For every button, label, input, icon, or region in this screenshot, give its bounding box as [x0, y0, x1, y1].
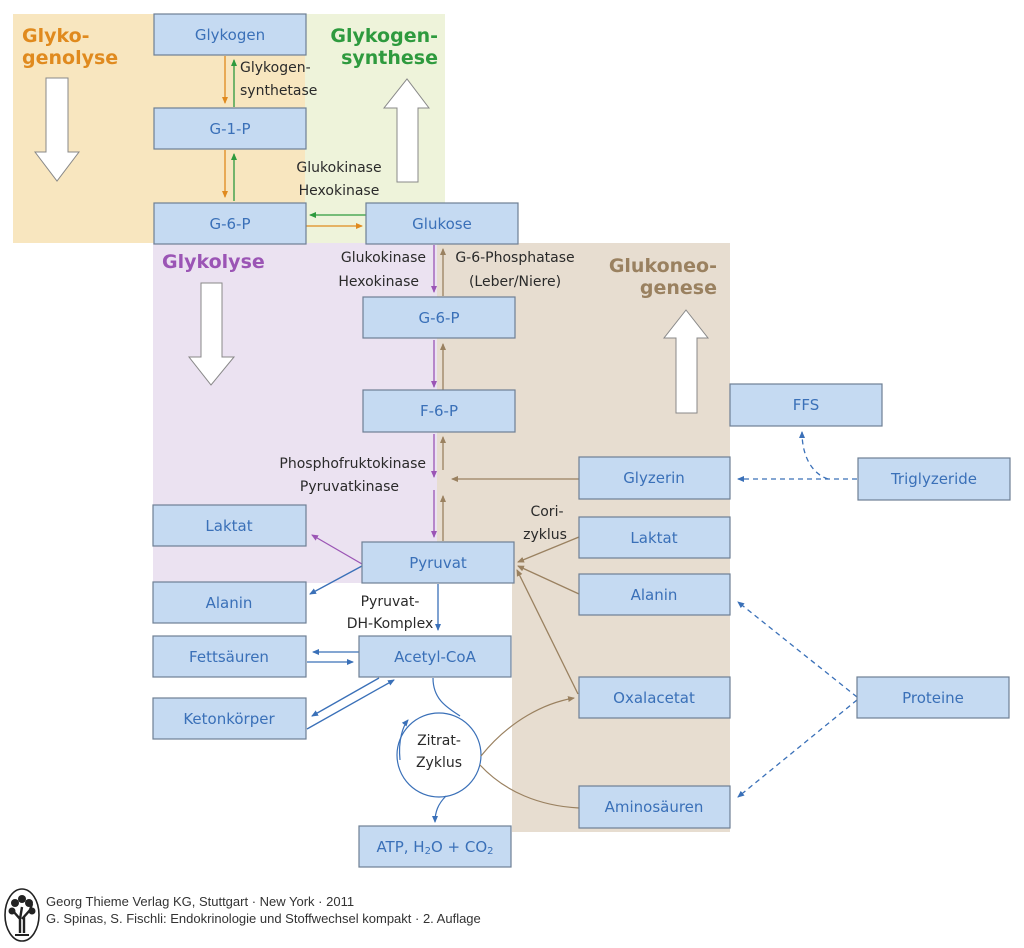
node-glyzerin: Glyzerin — [578, 456, 731, 500]
arrow-cycle-to-atp — [432, 795, 447, 823]
glykogenolyse-direction-arrow-icon — [33, 77, 81, 182]
node-oxalacetat: Oxalacetat — [578, 676, 731, 719]
node-g1p: G-1-P — [153, 107, 307, 150]
label-zitrat-2: Zyklus — [416, 755, 462, 771]
node-laktat-right-label: Laktat — [630, 529, 677, 547]
arrow-proteine-to-aminosaeuren — [737, 699, 858, 798]
node-alanin-left-label: Alanin — [206, 594, 253, 612]
node-g6p-label: G-6-P — [418, 309, 459, 327]
label-cori-1: Cori- — [530, 504, 563, 520]
arrow-pyruvat-to-alanin — [309, 565, 363, 595]
node-glukose: Glukose — [365, 202, 519, 245]
node-fettsaeuren-label: Fettsäuren — [189, 648, 269, 666]
arrow-alanin-to-pyruvat — [517, 565, 580, 595]
node-g6p: G-6-P — [362, 296, 516, 339]
label-g6phosphatase-2: (Leber/Niere) — [469, 274, 561, 290]
node-ketonkoerper: Ketonkörper — [152, 697, 307, 740]
label-pdh-1: Pyruvat- — [361, 594, 420, 610]
arrow-triglyzeride-to-ffs — [799, 431, 829, 480]
node-glykogen-label: Glykogen — [195, 26, 265, 44]
label-glukokinase-mid-1: Glukokinase — [341, 250, 426, 266]
arrow-cycle-loop — [398, 719, 409, 761]
node-g1p-label: G-1-P — [209, 120, 250, 138]
node-triglyzeride: Triglyzeride — [857, 457, 1011, 501]
label-pfk-1: Phosphofruktokinase — [279, 456, 426, 472]
node-g6p-top-label: G-6-P — [209, 215, 250, 233]
arrow-proteine-to-alanin — [737, 601, 858, 698]
label-cori-2: zyklus — [523, 527, 567, 543]
node-glyzerin-label: Glyzerin — [623, 469, 685, 487]
node-aminosaeuren-label: Aminosäuren — [605, 798, 704, 816]
node-aminosaeuren: Aminosäuren — [578, 785, 731, 829]
node-laktat-left: Laktat — [152, 504, 307, 547]
copyright-footer: Georg Thieme Verlag KG, Stuttgart · New … — [46, 893, 481, 927]
node-acetylcoa: Acetyl-CoA — [358, 635, 512, 678]
node-glykogen: Glykogen — [153, 13, 307, 56]
node-glukose-label: Glukose — [412, 215, 472, 233]
node-g6p-top: G-6-P — [153, 202, 307, 245]
thieme-tree-logo-icon — [4, 888, 40, 942]
node-alanin-right: Alanin — [578, 573, 731, 616]
node-oxalacetat-label: Oxalacetat — [613, 689, 695, 707]
arrow-ketonkoerper-to-acetylcoa — [306, 679, 395, 730]
node-proteine-label: Proteine — [902, 689, 964, 707]
label-g6phosphatase-1: G-6-Phosphatase — [455, 250, 574, 266]
label-glukokinase-top-1: Glukokinase — [296, 160, 381, 176]
node-alanin-right-label: Alanin — [631, 586, 678, 604]
node-proteine: Proteine — [856, 676, 1010, 719]
arrow-pyruvat-to-laktat — [311, 534, 363, 565]
node-fettsaeuren: Fettsäuren — [152, 635, 307, 678]
zitrat-zyklus-circle — [396, 712, 482, 798]
node-atp: ATP, H2O + CO2 — [358, 825, 512, 868]
title-glykolyse: Glykolyse — [162, 251, 265, 273]
label-pfk-2: Pyruvatkinase — [300, 479, 399, 495]
node-pyruvat-label: Pyruvat — [409, 554, 467, 572]
title-glykogensynthese-2: synthese — [341, 47, 438, 69]
node-f6p: F-6-P — [362, 389, 516, 433]
arrow-cycle-to-oxalacetat — [480, 696, 575, 757]
node-ffs-label: FFS — [793, 396, 820, 414]
label-glykogensynthetase-1: Glykogen- — [240, 60, 311, 76]
node-ketonkoerper-label: Ketonkörper — [183, 710, 275, 728]
title-glykogensynthese-1: Glykogen- — [330, 25, 438, 47]
label-pdh-2: DH-Komplex — [347, 616, 433, 632]
footer-book-line: G. Spinas, S. Fischli: Endokrinologie un… — [46, 911, 481, 926]
arrow-aminosaeuren-to-cycle — [479, 764, 580, 809]
glykolyse-direction-arrow-icon — [187, 282, 236, 386]
arrow-acetylcoa-to-ketonkoerper — [311, 677, 380, 717]
node-atp-label: ATP, H2O + CO2 — [376, 838, 493, 857]
arrow-laktat-to-pyruvat — [517, 536, 580, 563]
title-glykogenolyse-1: Glyko- — [22, 25, 90, 47]
node-f6p-label: F-6-P — [420, 402, 458, 420]
node-acetylcoa-label: Acetyl-CoA — [394, 648, 476, 666]
arrow-oxalacetat-to-pyruvat — [516, 569, 579, 695]
footer-publisher-line: Georg Thieme Verlag KG, Stuttgart · New … — [46, 894, 355, 909]
glukoneogenese-direction-arrow-icon — [662, 309, 710, 414]
glykogensynthese-direction-arrow-icon — [382, 78, 431, 183]
title-glukoneogenese-2: genese — [640, 277, 717, 299]
node-pyruvat: Pyruvat — [361, 541, 515, 584]
label-zitrat-1: Zitrat- — [417, 733, 461, 749]
node-triglyzeride-label: Triglyzeride — [890, 470, 977, 488]
title-glykogenolyse-2: genolyse — [22, 47, 118, 69]
label-glukokinase-mid-2: Hexokinase — [338, 274, 419, 290]
node-alanin-left: Alanin — [152, 581, 307, 624]
arrow-acetylcoa-into-cycle — [432, 677, 461, 717]
node-laktat-left-label: Laktat — [205, 517, 252, 535]
label-glykogensynthetase-2: synthetase — [240, 83, 317, 99]
label-glukokinase-top-2: Hexokinase — [299, 183, 380, 199]
node-ffs: FFS — [729, 383, 883, 427]
node-laktat-right: Laktat — [578, 516, 731, 559]
title-glukoneogenese-1: Glukoneo- — [609, 255, 717, 277]
